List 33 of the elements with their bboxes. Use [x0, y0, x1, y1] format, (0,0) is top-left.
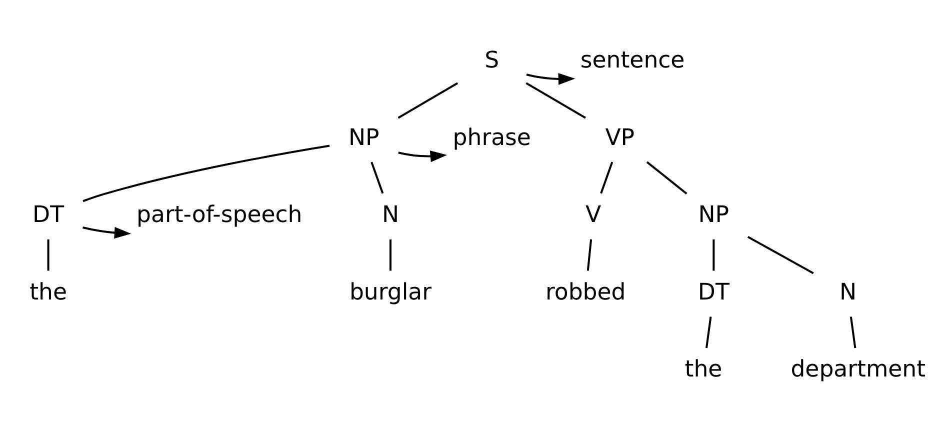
connector — [849, 316, 856, 348]
connector — [82, 144, 330, 202]
node-text: department — [790, 356, 926, 383]
arrow — [398, 150, 447, 162]
connector — [370, 162, 384, 194]
node-text: N — [381, 202, 399, 228]
node-text: V — [584, 202, 601, 228]
connector — [388, 239, 391, 271]
node-text: VP — [604, 124, 634, 151]
connector — [586, 239, 592, 271]
arrow — [82, 226, 131, 239]
node-text: DT — [32, 202, 64, 228]
node-text: sentence — [580, 47, 684, 74]
connector — [600, 162, 613, 194]
connector — [525, 82, 586, 119]
node-text: S — [484, 47, 499, 74]
node-text: robbed — [545, 279, 626, 306]
node-text: DT — [697, 279, 729, 306]
node-text: NP — [348, 124, 379, 151]
node-text: the — [684, 356, 722, 383]
node-text: burglar — [348, 279, 432, 306]
connector — [712, 239, 714, 271]
node-text: phrase — [452, 124, 530, 151]
node-text: NP — [698, 202, 729, 228]
node-text: the — [29, 279, 67, 306]
arrow — [526, 73, 575, 85]
connector — [397, 82, 458, 119]
connector — [746, 236, 814, 274]
connector — [646, 161, 687, 194]
connector — [704, 316, 712, 348]
node-text: N — [838, 279, 856, 306]
connector — [46, 239, 49, 271]
node-text: part-of-speech — [136, 202, 302, 228]
